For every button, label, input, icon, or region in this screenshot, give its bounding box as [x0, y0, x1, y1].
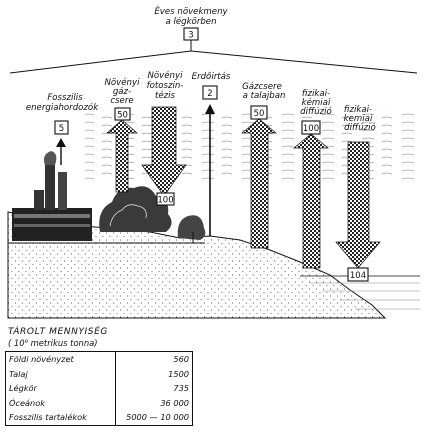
- deforestation-label: Erdőirtás 2: [192, 72, 231, 100]
- storage-value: 1500: [115, 366, 193, 381]
- svg-text:50: 50: [254, 109, 265, 119]
- storage-label: Óceánok: [9, 397, 45, 408]
- diffusion-up-label: fizikai- kémiai diffúzió 100: [300, 89, 332, 135]
- storage-label: Fosszilis tartalékok: [9, 412, 87, 423]
- plant-gas-exchange-label: Növényi gáz- csere 50: [105, 77, 141, 121]
- svg-text:diffúzió: diffúzió: [300, 106, 332, 117]
- table-row: Óceánok 36 000: [6, 395, 193, 410]
- svg-text:104: 104: [350, 271, 366, 281]
- table-row: Légkör 735: [6, 381, 193, 396]
- svg-text:energiahordozók: energiahordozók: [26, 102, 99, 113]
- photosynthesis-label: Növényi fotoszin- tézis: [147, 70, 184, 101]
- storage-value: 36 000: [115, 395, 193, 410]
- svg-text:100: 100: [303, 124, 319, 134]
- fossil-arrow: [56, 138, 66, 165]
- svg-text:diffúzió: diffúzió: [344, 122, 376, 133]
- svg-text:tézis: tézis: [155, 90, 176, 101]
- soil-gas-exchange-arrow: [241, 118, 277, 249]
- svg-text:Növényi: Növényi: [148, 70, 184, 81]
- annual-increase: Éves növekmeny a légkörben 3: [154, 5, 229, 41]
- soil-gas-exchange-label: Gázcsere a talajban 50: [242, 82, 286, 120]
- fossil-flow-label: Fosszilis energiahordozók 5: [26, 93, 99, 135]
- storage-value: 5000 — 10 000: [115, 410, 193, 425]
- storage-label: Légkör: [9, 383, 37, 394]
- svg-text:fotoszin-: fotoszin-: [147, 81, 184, 91]
- svg-text:gáz-: gáz-: [113, 87, 131, 97]
- svg-text:a talajban: a talajban: [243, 91, 286, 101]
- storage-table: Földi növényzet 560 Talaj 1500 Légkör 73…: [5, 351, 193, 426]
- svg-text:Növényi: Növényi: [105, 77, 141, 88]
- plant-gas-exchange-arrow: [106, 119, 138, 193]
- deforestation-arrow: [205, 104, 215, 236]
- svg-text:kémiai: kémiai: [302, 97, 331, 108]
- diffusion-down-arrow: 104: [335, 141, 381, 282]
- storage-label: Talaj: [9, 368, 28, 379]
- storage-title: TÁROLT MENNYISÉG: [8, 327, 108, 337]
- svg-text:50: 50: [117, 111, 128, 121]
- table-row: Földi növényzet 560: [6, 351, 193, 367]
- svg-text:kemiai: kemiai: [344, 114, 373, 124]
- diffusion-up-arrow: [293, 133, 329, 269]
- svg-text:csere: csere: [110, 96, 133, 106]
- svg-text:Fosszilis: Fosszilis: [47, 93, 83, 103]
- svg-text:Gázcsere: Gázcsere: [242, 82, 282, 92]
- storage-value: 735: [115, 381, 193, 396]
- storage-label: Földi növényzet: [9, 354, 74, 365]
- photosynthesis-arrow: 100: [141, 106, 187, 206]
- storage-unit: ( 10⁹ metrikus tonna): [8, 338, 98, 348]
- table-row: Talaj 1500: [6, 366, 193, 381]
- factory-icon: [12, 151, 92, 241]
- table-row: Fosszilis tartalékok 5000 — 10 000: [6, 410, 193, 425]
- svg-text:5: 5: [59, 124, 64, 134]
- annual-increase-value: 3: [188, 31, 193, 41]
- storage-value: 560: [115, 351, 193, 367]
- svg-text:fizikai-: fizikai-: [344, 105, 372, 115]
- svg-text:2: 2: [207, 89, 212, 99]
- annual-increase-label-line2: a légkörben: [165, 16, 216, 27]
- svg-text:Erdőirtás: Erdőirtás: [192, 72, 231, 82]
- forest-icon: [99, 186, 206, 243]
- annual-increase-label-line1: Éves növekmeny: [154, 5, 228, 17]
- diffusion-down-label: fizikai- kemiai diffúzió: [344, 105, 376, 133]
- svg-text:100: 100: [157, 196, 173, 206]
- atmosphere-roof: [9, 39, 418, 74]
- svg-text:fizikai-: fizikai-: [302, 89, 330, 99]
